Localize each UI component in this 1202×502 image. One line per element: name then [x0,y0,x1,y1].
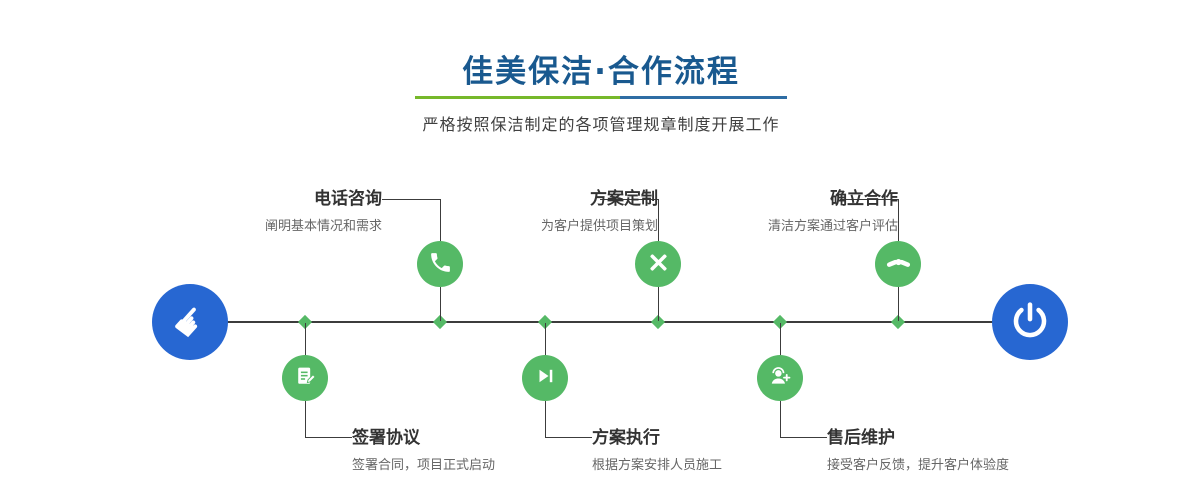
step-circle-execute [522,355,568,401]
connector-line [440,287,441,321]
step-title: 签署协议 [352,428,420,448]
step-label-design: 方案定制 为客户提供项目策划 [408,188,658,236]
step-desc: 为客户提供项目策划 [540,219,658,234]
connector-line [658,287,659,321]
step-title: 确立合作 [830,189,898,209]
connector-line [305,437,352,438]
step-label-execute: 方案执行 根据方案安排人员施工 [592,427,892,475]
divider-blue-segment [619,96,787,99]
step-title: 方案执行 [592,428,660,448]
step-title: 方案定制 [590,189,658,209]
step-desc: 根据方案安排人员施工 [592,458,723,473]
connector-line [545,437,592,438]
connector-line [780,401,781,438]
page-title: 佳美保洁·合作流程 [462,54,740,90]
pointing-hand-icon: ☛ [162,294,218,350]
step-desc: 签署合同，项目正式启动 [352,458,496,473]
step-title: 售后维护 [827,428,895,448]
step-desc: 阐明基本情况和需求 [264,219,382,234]
title-divider [415,96,787,99]
connector-line [600,199,658,200]
phone-icon [428,250,453,279]
step-circle-handshake [875,241,921,287]
step-circle-design [635,241,681,287]
step-desc: 接受客户反馈，提升客户体验度 [827,458,1010,473]
connector-line [780,323,781,355]
end-node [992,284,1068,360]
step-label-handshake: 确立合作 清洁方案通过客户评估 [648,188,898,236]
connector-line [840,199,898,200]
step-title: 电话咨询 [314,189,382,209]
page-subtitle: 严格按照保洁制定的各项管理规章制度开展工作 [422,115,780,134]
step-circle-phone [417,241,463,287]
connector-line [440,199,441,241]
connector-line [545,323,546,355]
start-node: ☛ [152,284,228,360]
connector-line [382,199,440,200]
step-desc: 清洁方案通过客户评估 [767,219,898,234]
step-label-contract: 签署协议 签署合同，项目正式启动 [352,427,652,475]
connector-line [658,199,659,241]
step-label-phone: 电话咨询 阐明基本情况和需求 [132,188,382,236]
connector-line [780,437,827,438]
connector-line [305,323,306,355]
step-circle-support [757,355,803,401]
play-forward-icon [533,364,557,392]
contract-icon [293,364,318,393]
step-label-support: 售后维护 接受客户反馈，提升客户体验度 [827,427,1127,475]
power-icon [1009,299,1051,345]
divider-green-segment [415,96,620,99]
customer-support-icon [767,363,793,393]
step-circle-contract [282,355,328,401]
connector-line [545,401,546,438]
timeline-line [190,321,1030,323]
connector-line [898,199,899,241]
design-tools-icon [646,250,671,279]
connector-line [305,401,306,438]
connector-line [898,287,899,321]
handshake-icon [885,249,912,280]
